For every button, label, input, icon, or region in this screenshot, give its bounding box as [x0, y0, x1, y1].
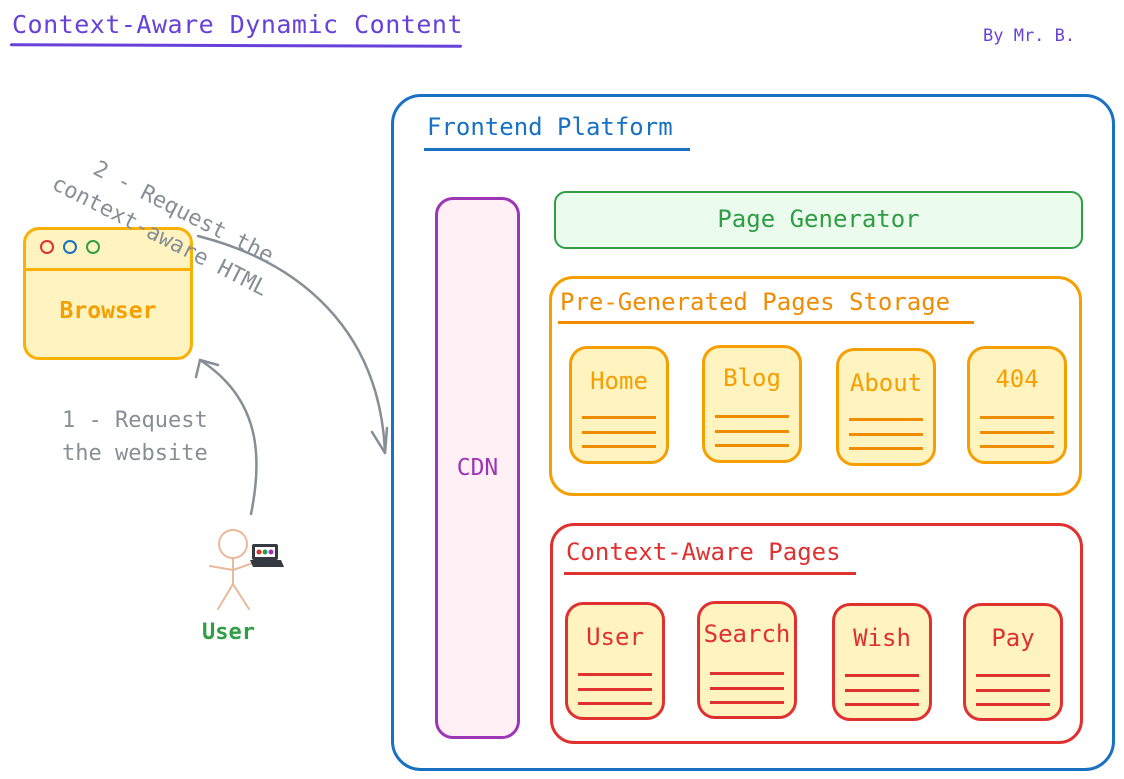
card-line [710, 701, 784, 704]
card-line [582, 416, 656, 419]
page-generator-box: Page Generator [554, 191, 1083, 249]
card-line [980, 431, 1054, 434]
card-line [976, 674, 1050, 677]
page-card-label: Search [703, 620, 791, 648]
pregenerated-storage-title: Pre-Generated Pages Storage [560, 288, 951, 316]
browser-box: Browser [23, 227, 193, 360]
page-card-label: User [586, 623, 644, 651]
page-card-about: About [836, 348, 936, 466]
step1-label: 1 - Request the website [62, 404, 208, 470]
arrow-request-website [198, 358, 258, 516]
frontend-platform-box [391, 94, 1115, 771]
author-label: By Mr. B. [983, 26, 1076, 46]
cdn-box: CDN [435, 197, 520, 739]
context-aware-pages-box [550, 523, 1083, 744]
card-line [980, 445, 1054, 448]
card-line [582, 431, 656, 434]
card-line [976, 689, 1050, 692]
page-card-search: Search [697, 601, 797, 719]
laptop-icon [250, 544, 284, 567]
diagram-title: Context-Aware Dynamic Content [12, 10, 463, 39]
page-generator-label: Page Generator [717, 205, 920, 233]
card-line [849, 447, 923, 450]
cdn-label: CDN [456, 455, 499, 481]
user-label: User [202, 620, 255, 645]
card-line [578, 702, 652, 705]
browser-label: Browser [59, 298, 157, 324]
page-card-blog: Blog [702, 345, 802, 463]
arrow-request-website-head [194, 358, 220, 379]
page-card-wish: Wish [832, 603, 932, 721]
card-line [845, 703, 919, 706]
red-dot-icon [40, 240, 54, 254]
card-line [715, 430, 789, 433]
blue-dot-icon [63, 240, 77, 254]
arrow-request-html-head [370, 426, 389, 455]
page-card-label: Home [590, 367, 648, 395]
card-line [845, 674, 919, 677]
step1-line2: the website [62, 441, 208, 466]
card-line [710, 672, 784, 675]
card-line [710, 687, 784, 690]
arrow-request-html [196, 234, 387, 455]
card-line [976, 703, 1050, 706]
card-line [845, 689, 919, 692]
card-line [849, 418, 923, 421]
page-card-label: Wish [853, 624, 911, 652]
page-card-user: User [565, 602, 665, 720]
page-card-pay: Pay [963, 603, 1063, 721]
green-dot-icon [86, 240, 100, 254]
page-card-label: Pay [991, 624, 1035, 652]
card-line [578, 688, 652, 691]
page-card-404: 404 [967, 346, 1067, 464]
frontend-platform-title: Frontend Platform [427, 113, 673, 141]
context-aware-pages-title: Context-Aware Pages [566, 538, 841, 566]
pregenerated-storage-box [549, 276, 1082, 496]
page-card-label: Blog [723, 364, 781, 392]
frontend-title-underline [424, 148, 690, 151]
card-line [715, 415, 789, 418]
card-line [980, 416, 1054, 419]
step1-line1: 1 - Request [62, 408, 208, 433]
card-line [582, 445, 656, 448]
context-aware-title-underline [564, 572, 856, 575]
card-line [578, 673, 652, 676]
page-card-label: 404 [995, 365, 1039, 393]
browser-toolbar-divider [26, 268, 190, 271]
pregenerated-title-underline [558, 321, 974, 324]
page-card-label: About [849, 369, 923, 397]
card-line [715, 444, 789, 447]
page-card-home: Home [569, 346, 669, 464]
user-icon [209, 529, 257, 610]
card-line [849, 433, 923, 436]
